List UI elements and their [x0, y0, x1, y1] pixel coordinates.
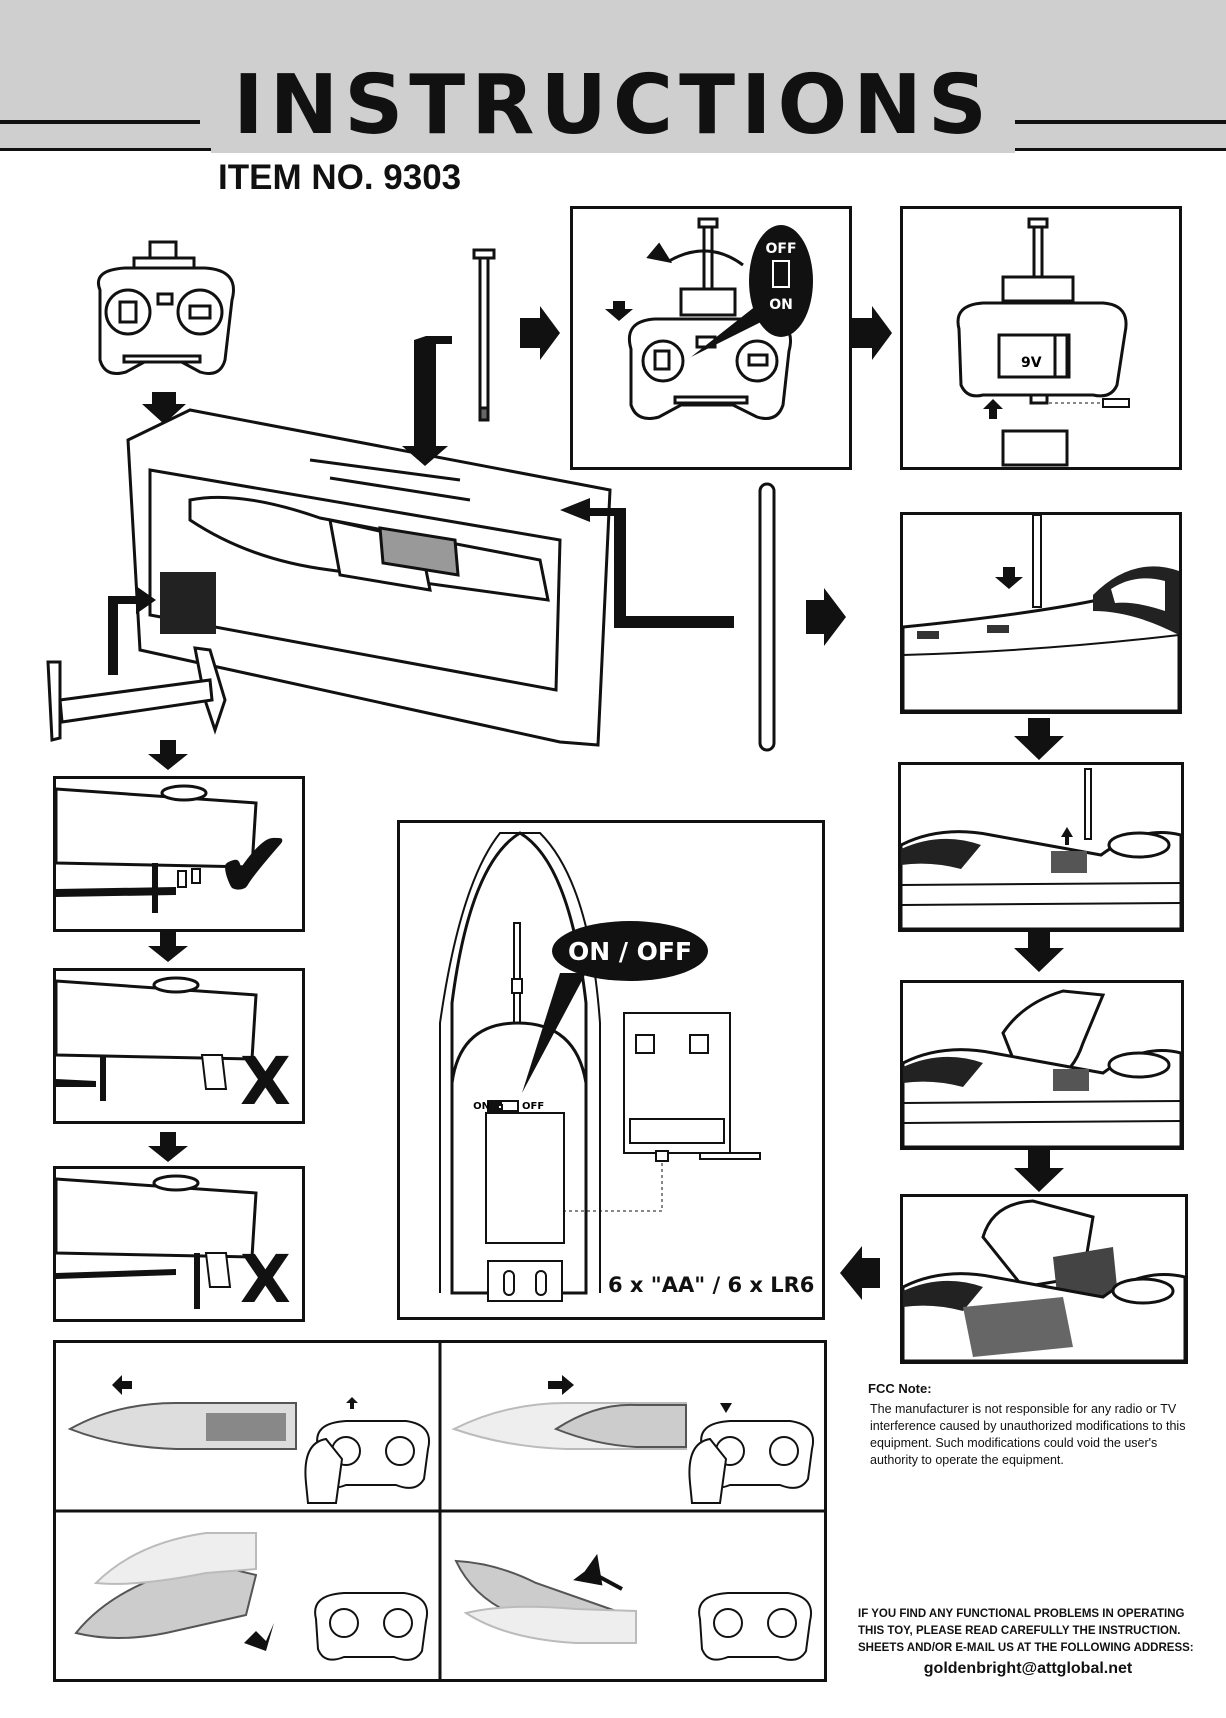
- panel-antenna-install: OFF ON: [570, 206, 852, 470]
- correct-checkmark: ✔: [216, 816, 292, 916]
- switch-on-text: ON: [473, 1101, 490, 1112]
- panel-stand-wrong-1: X: [53, 968, 305, 1124]
- panel-remote-battery: 9V: [900, 206, 1182, 470]
- battery-spec: 6 x "AA" / 6 x LR6: [608, 1273, 815, 1297]
- power-switch-callout: ON / OFF: [568, 937, 692, 966]
- support-warning: IF YOU FIND ANY FUNCTIONAL PROBLEMS IN O…: [858, 1608, 1194, 1654]
- support-email[interactable]: goldenbright@attglobal.net: [923, 1660, 1133, 1677]
- boat-box: [126, 408, 612, 747]
- control-grid: [53, 1340, 827, 1682]
- page-title: INSTRUCTIONS: [0, 58, 1226, 153]
- fcc-body: The manufacturer is not responsible for …: [870, 1402, 1186, 1467]
- header-rule-left: [0, 120, 200, 124]
- panel-antenna-secure: [898, 762, 1184, 932]
- antenna-piece: [472, 248, 496, 422]
- stand-clip: [160, 572, 216, 634]
- panel-stand-correct: ✔: [53, 776, 305, 932]
- battery-label: 9V: [1021, 355, 1042, 371]
- wrong-mark-1: X: [240, 1043, 291, 1120]
- switch-off-label: OFF: [765, 241, 796, 257]
- header-rule-right: [990, 120, 1226, 124]
- panel-stand-wrong-2: X: [53, 1166, 305, 1322]
- long-antenna: [758, 482, 776, 752]
- remote-illustration-small: [97, 240, 235, 375]
- fcc-title: FCC Note:: [868, 1381, 932, 1396]
- switch-on-label: ON: [769, 297, 793, 313]
- panel-antenna-insert: [900, 512, 1182, 714]
- switch-off-text: OFF: [522, 1101, 544, 1112]
- stand-illustration: [46, 646, 227, 742]
- wrong-mark-2: X: [240, 1241, 291, 1318]
- item-number: ITEM NO. 9303: [218, 158, 462, 197]
- panel-boat-battery: ON / OFF ON OFF 6 x "AA" / 6 x LR6: [397, 820, 825, 1320]
- panel-hatch-open: [900, 1194, 1188, 1364]
- panel-hand-press: [900, 980, 1184, 1150]
